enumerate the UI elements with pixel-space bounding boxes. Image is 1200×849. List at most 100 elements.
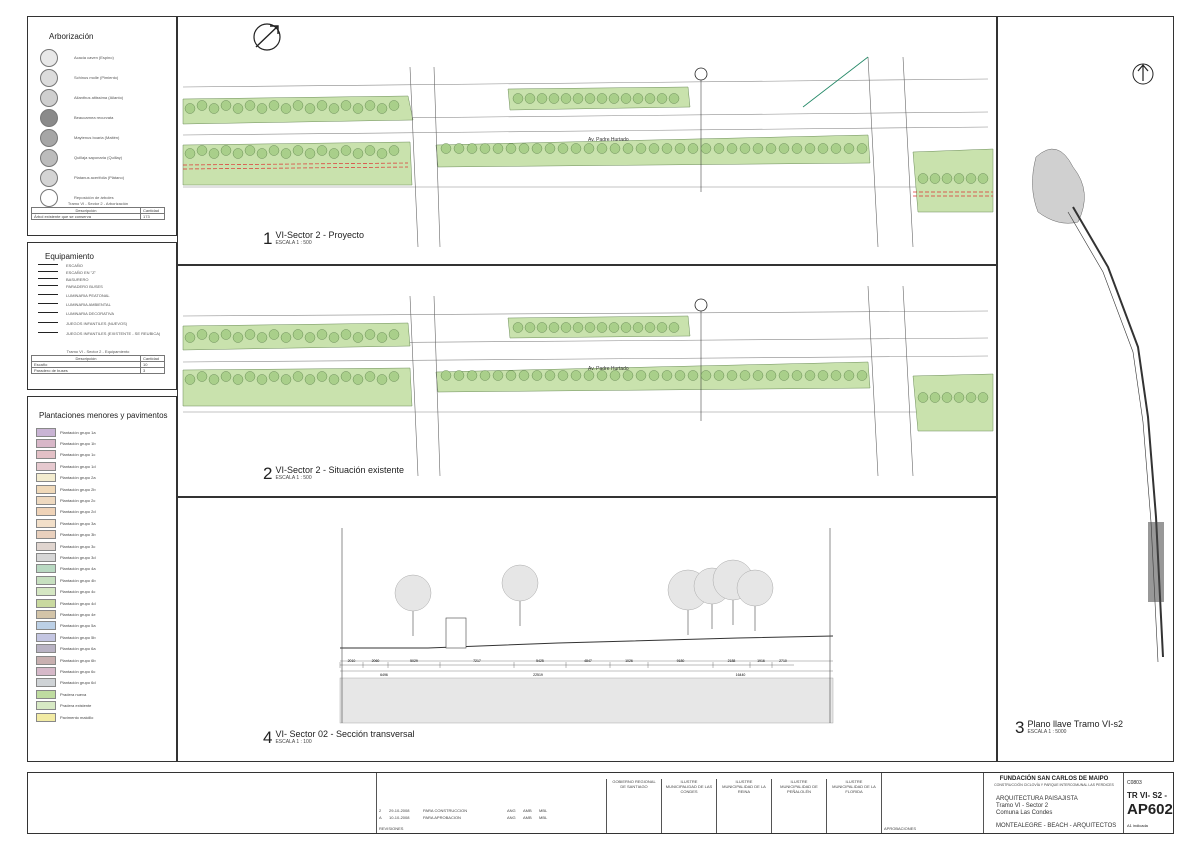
tree-symbol-icon — [40, 89, 58, 107]
plan-3-panel: 3 Plano llave Tramo VI-s2 ESCALA 1 : 500… — [997, 16, 1174, 762]
planting-legend-label: Plantación grupo 3a — [60, 520, 96, 526]
tree-symbol — [256, 148, 268, 159]
equipment-legend-label: LUMINARIA PEATONAL — [66, 293, 110, 298]
equipment-table-title: Tramo VI - Sector 2 - Equipamiento — [66, 349, 130, 354]
tree-symbol — [492, 143, 504, 154]
planting-legend-label: Plantación grupo 2c — [60, 497, 96, 503]
tree-symbol — [648, 143, 660, 154]
tree-symbol — [364, 329, 376, 340]
equipment-legend-item: LUMINARIA AMBIENTAL — [38, 302, 111, 308]
planting-legend-item: Plantación grupo 3a — [36, 518, 96, 528]
tree-symbol — [544, 143, 556, 154]
planting-swatch — [36, 473, 56, 483]
plan-1-title: 1 VI-Sector 2 - Proyecto ESCALA 1 : 500 — [263, 229, 364, 248]
equipment-symbol-icon — [38, 312, 58, 316]
planting-legend-item: Plantación grupo 1d — [36, 461, 96, 471]
plan-1-panel: Av. Padre Hurtado 1 VI-Sector 2 - Proyec… — [177, 16, 997, 265]
planting-legend-label: Plantación grupo 4c — [60, 589, 96, 595]
equipment-legend-label: PARADERO BUSES — [66, 284, 103, 289]
client-name: FUNDACIÓN SAN CARLOS DE MAIPO — [999, 776, 1109, 782]
tree-symbol — [726, 143, 738, 154]
tree-symbol — [620, 322, 632, 333]
planting-legend-label: Plantación grupo 4d — [60, 600, 96, 606]
tree-symbol — [843, 370, 855, 381]
tree-legend-label: Reposición de árboles — [74, 195, 114, 200]
plan-1-scale: ESCALA 1 : 500 — [275, 240, 312, 246]
section-marker — [694, 298, 708, 421]
planting-legend-item: Plantación grupo 4b — [36, 575, 96, 585]
bus-figure — [445, 617, 467, 649]
legend-equipment-title: Equipamiento — [45, 252, 94, 261]
planting-swatch — [36, 655, 56, 665]
planting-swatch — [36, 530, 56, 540]
tree-symbol-icon — [40, 109, 58, 127]
sheet-number-block: C0803 TR VI- S2 - AP602 A1 indicada — [1123, 773, 1174, 833]
equipment-table-cell-qty: 3 — [140, 367, 165, 374]
tree-symbol — [352, 103, 364, 114]
equipment-legend-item: JUEGOS INFANTILES (NUEVOS) — [38, 321, 127, 327]
tree-symbol — [364, 145, 376, 156]
dimension-line — [712, 662, 750, 668]
tree-symbol — [584, 322, 596, 333]
tree-symbol — [268, 329, 280, 340]
tree-legend-item: Platanus acerifolia (Plátano) — [40, 169, 124, 187]
tree-symbol-icon — [40, 69, 58, 87]
tree-symbol-icon — [40, 169, 58, 187]
tree-symbol — [232, 374, 244, 385]
tree-symbol — [765, 143, 777, 154]
tree-symbol — [304, 148, 316, 159]
tree-symbol — [713, 143, 725, 154]
tree-symbol — [609, 143, 621, 154]
dimension-label: 5029 — [410, 659, 418, 663]
tree-symbol — [256, 374, 268, 385]
planting-legend-label: Pradera nueva — [60, 691, 87, 697]
tree-symbol — [232, 332, 244, 343]
tree-symbol — [608, 322, 620, 333]
tree-symbol-icon — [40, 189, 58, 207]
equipment-symbol-icon — [38, 278, 58, 282]
planting-swatch — [36, 541, 56, 551]
tree-symbol — [376, 148, 388, 159]
tree-symbol — [584, 93, 596, 104]
planting-legend-item: Plantación grupo 5a — [36, 621, 96, 631]
tree-symbol — [674, 143, 686, 154]
tree-table-cell-desc: Árbol existente que se conserva — [31, 213, 141, 220]
tree-symbol — [352, 374, 364, 385]
north-arrow — [253, 23, 281, 51]
tree-symbol — [184, 374, 196, 385]
equipment-legend-item: LUMINARIA PEATONAL — [38, 293, 110, 299]
planting-legend-item: Plantación grupo 2a — [36, 473, 96, 483]
tree-symbol — [843, 143, 855, 154]
approvals-block: APROBACIONES — [881, 773, 984, 833]
plan-1-number: 1 — [263, 229, 273, 248]
planting-swatch — [36, 427, 56, 437]
tree-symbol — [268, 145, 280, 156]
tree-table-cell-qty: 173 — [140, 213, 165, 220]
planting-swatch — [36, 518, 56, 528]
planting-legend-item: Plantación grupo 3d — [36, 552, 96, 562]
tree-symbol — [635, 370, 647, 381]
dimension-label: 2060 — [372, 659, 380, 663]
planting-legend-label: Plantación grupo 5b — [60, 634, 96, 640]
revision-app: MBL — [539, 808, 548, 813]
tree-symbol — [596, 143, 608, 154]
planting-swatch — [36, 632, 56, 642]
tree-symbol — [953, 173, 965, 184]
tree-symbol — [656, 322, 668, 333]
tree-symbol — [376, 332, 388, 343]
tree-symbol — [388, 371, 400, 382]
tree-legend-label: Beaucarnea recurvata — [74, 115, 114, 120]
tree-symbol — [668, 322, 680, 333]
tree-legend-item: Reposición de árboles — [40, 189, 114, 207]
tree-legend-label: Quillaja saponaria (Quillay) — [74, 155, 123, 160]
planting-legend-label: Plantación grupo 6b — [60, 657, 96, 663]
tree-symbol — [804, 143, 816, 154]
section-marker — [694, 67, 708, 192]
planting-swatch — [36, 689, 56, 699]
key-map-drawing — [1032, 63, 1164, 663]
dimension-line — [647, 662, 713, 668]
plan-2-scale: ESCALA 1 : 500 — [275, 475, 312, 481]
